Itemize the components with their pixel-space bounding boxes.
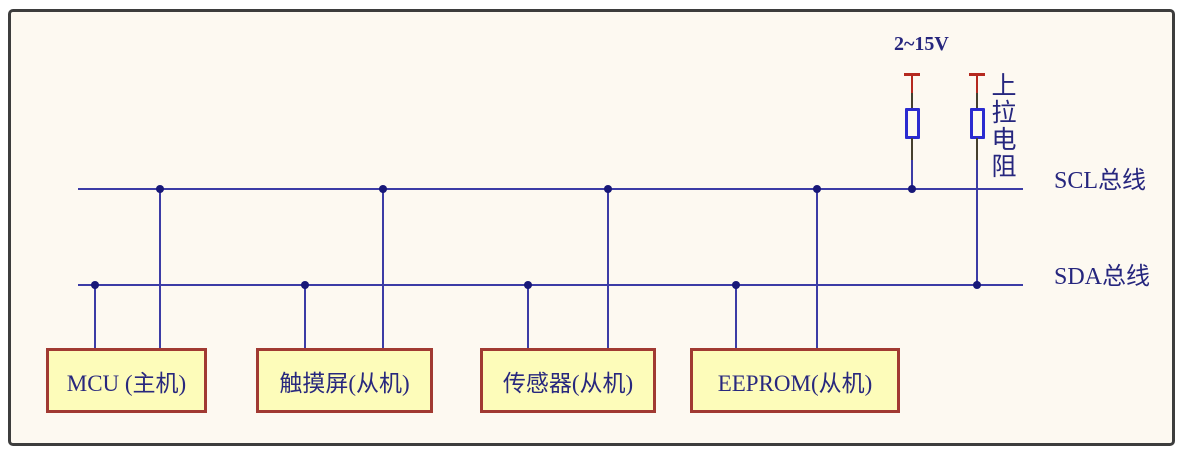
resistor1-lead-top bbox=[911, 75, 913, 93]
wire-scl-to-sensor bbox=[607, 188, 609, 349]
device-box-eeprom: EEPROM(从机) bbox=[690, 348, 900, 413]
device-box-touchscreen: 触摸屏(从机) bbox=[256, 348, 433, 413]
junction-dot bbox=[524, 281, 532, 289]
wire-resistor2-to-sda bbox=[976, 160, 978, 285]
wire-sda-to-touch bbox=[304, 284, 306, 349]
sda-bus-label: SDA总线 bbox=[1054, 264, 1151, 290]
resistor2-lead-bottom bbox=[976, 138, 978, 161]
wire-scl-to-eeprom bbox=[816, 188, 818, 349]
sda-bus-line bbox=[78, 284, 1023, 286]
device-label-eeprom: EEPROM(从机) bbox=[717, 370, 873, 396]
junction-dot bbox=[379, 185, 387, 193]
junction-dot bbox=[908, 185, 916, 193]
resistor2-lead-top bbox=[976, 75, 978, 93]
device-box-mcu: MCU (主机) bbox=[46, 348, 207, 413]
wire-resistor1-to-scl bbox=[911, 160, 913, 189]
device-box-sensor: 传感器(从机) bbox=[480, 348, 656, 413]
junction-dot bbox=[604, 185, 612, 193]
resistor2-body bbox=[970, 108, 985, 139]
wire-scl-to-mcu bbox=[159, 188, 161, 349]
scl-bus-line bbox=[78, 188, 1023, 190]
junction-dot bbox=[91, 281, 99, 289]
resistor1-body bbox=[905, 108, 920, 139]
pullup-resistor-label: 上拉电阻 bbox=[988, 72, 1015, 180]
resistor2-lead bbox=[976, 93, 978, 109]
wire-sda-to-eeprom bbox=[735, 284, 737, 349]
device-label-mcu: MCU (主机) bbox=[66, 370, 187, 396]
wire-scl-to-touch bbox=[382, 188, 384, 349]
scl-bus-label: SCL总线 bbox=[1054, 168, 1147, 194]
junction-dot bbox=[813, 185, 821, 193]
junction-dot bbox=[732, 281, 740, 289]
voltage-label: 2~15V bbox=[894, 33, 949, 55]
junction-dot bbox=[973, 281, 981, 289]
junction-dot bbox=[301, 281, 309, 289]
power-tap-icon bbox=[969, 73, 985, 76]
device-label-sensor: 传感器(从机) bbox=[502, 370, 634, 396]
wire-sda-to-mcu bbox=[94, 284, 96, 349]
resistor1-lead bbox=[911, 93, 913, 109]
junction-dot bbox=[156, 185, 164, 193]
device-label-touchscreen: 触摸屏(从机) bbox=[279, 370, 410, 396]
power-tap-icon bbox=[904, 73, 920, 76]
wire-sda-to-sensor bbox=[527, 284, 529, 349]
resistor1-lead-bottom bbox=[911, 138, 913, 161]
